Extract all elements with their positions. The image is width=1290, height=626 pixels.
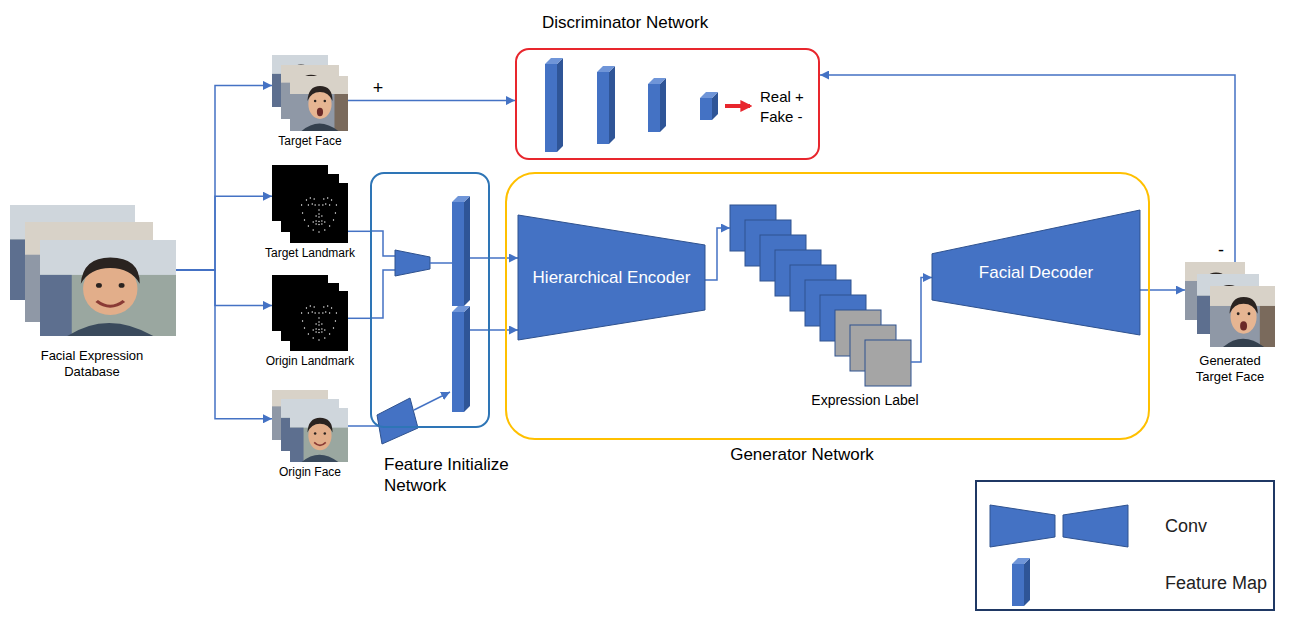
connector <box>348 231 370 233</box>
node-caption: Origin Landmark <box>250 354 370 369</box>
feature-stack <box>730 205 911 386</box>
edge-label: + <box>371 78 386 98</box>
feature-map <box>648 84 660 132</box>
feature-map <box>452 196 470 202</box>
feature-map <box>545 58 563 64</box>
node-caption: Feature Initialize Network <box>384 454 554 497</box>
feature-init-internals <box>370 196 490 444</box>
node-caption: Facial Expression Database <box>22 348 162 381</box>
feature-map <box>464 306 470 412</box>
node-caption: Expression Label <box>785 392 945 410</box>
connector <box>911 278 932 363</box>
conv-sample <box>1063 505 1128 547</box>
face-photo <box>40 240 176 336</box>
connector <box>176 270 272 305</box>
image-node: Generated Target Face <box>1185 262 1275 347</box>
node-caption: Target Landmark <box>250 246 370 261</box>
network-frame: Generator NetworkHierarchical EncoderExp… <box>505 172 1150 440</box>
feature-map <box>660 78 666 132</box>
feature-map <box>464 196 470 306</box>
photo-stack <box>1185 262 1275 347</box>
wire <box>370 231 395 426</box>
landmark-image <box>290 291 348 351</box>
feature-map-sample <box>1012 564 1024 606</box>
image-node: Facial Expression Database <box>8 203 176 336</box>
feature-map <box>700 98 712 120</box>
label-map <box>865 340 911 386</box>
feature-stack-node: Expression Label <box>730 205 911 386</box>
feature-map <box>597 72 609 144</box>
photo-stack <box>272 390 348 462</box>
feature-map <box>452 306 470 312</box>
face-photo <box>290 408 348 462</box>
image-node: Origin Face <box>272 390 348 462</box>
network-frame: Feature Initialize Network <box>370 172 490 428</box>
landmark-image <box>290 183 348 243</box>
connector <box>176 85 272 270</box>
feature-map <box>700 92 718 98</box>
feature-map <box>452 202 464 306</box>
output-label: Fake - <box>760 108 803 126</box>
connector <box>348 425 370 427</box>
photo-stack <box>272 55 348 131</box>
feature-map <box>545 64 557 152</box>
legend-text: Conv <box>1165 515 1207 537</box>
feature-map-sample <box>1012 558 1030 564</box>
conv-shape <box>377 398 418 444</box>
connector <box>705 228 730 280</box>
feature-map <box>452 312 464 412</box>
wire <box>470 258 490 330</box>
connector <box>176 270 272 419</box>
connector <box>176 196 272 270</box>
node-caption: Generated Target Face <box>1186 353 1274 386</box>
block-label: Hierarchical Encoder <box>533 268 691 288</box>
connector <box>348 100 515 102</box>
wire <box>430 262 452 264</box>
photo-stack <box>10 205 176 336</box>
feature-map <box>609 66 615 144</box>
node-caption: Origin Face <box>250 465 370 480</box>
conv-outline <box>932 210 1140 335</box>
landmark-stack <box>272 165 348 243</box>
node-caption: Target Face <box>250 134 370 149</box>
conv-block: Facial Decoder <box>932 210 1140 335</box>
conv-outline <box>518 215 705 340</box>
legend-frame <box>976 481 1274 610</box>
conv-block: Hierarchical Encoder <box>518 215 705 340</box>
face-photo <box>1210 286 1275 347</box>
image-node: Target Landmark <box>272 165 348 243</box>
node-caption: Discriminator Network <box>542 12 782 33</box>
connector <box>1140 289 1185 291</box>
feature-map <box>597 66 615 72</box>
connector <box>490 329 518 331</box>
feature-map <box>557 58 563 152</box>
output-label: Real + <box>760 88 804 106</box>
connector <box>490 257 518 259</box>
feature-maps <box>545 58 718 152</box>
image-node: Origin Landmark <box>272 275 348 351</box>
feature-map <box>648 78 666 84</box>
wire <box>414 392 450 410</box>
conv-shape <box>395 250 430 276</box>
red-arrow <box>725 104 750 108</box>
edge-label: - <box>1216 240 1226 260</box>
feature-map-sample <box>1024 558 1030 606</box>
legend-text: Feature Map <box>1165 572 1267 594</box>
connector <box>348 318 370 320</box>
conv-sample <box>990 505 1055 547</box>
node-caption: Generator Network <box>702 444 902 465</box>
face-photo <box>290 76 348 131</box>
image-node: Target Face <box>272 55 348 131</box>
block-label: Facial Decoder <box>979 263 1093 283</box>
landmark-stack <box>272 275 348 351</box>
